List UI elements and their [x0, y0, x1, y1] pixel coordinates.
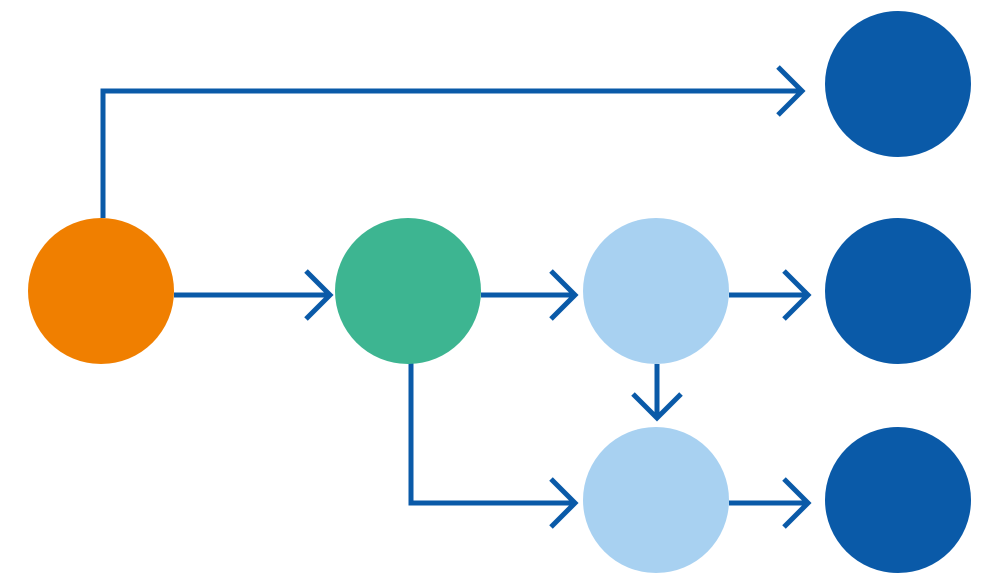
node-source — [28, 218, 174, 364]
arrowhead-icon — [549, 269, 579, 321]
arrowhead-icon — [549, 477, 579, 529]
edge-processor-to-intermediate-lower — [408, 362, 579, 529]
arrowhead-icon — [631, 392, 683, 422]
arrowhead-icon — [782, 269, 812, 321]
nodes — [28, 11, 971, 573]
edge-source-to-processor — [174, 269, 334, 321]
node-sink-bottom — [825, 427, 971, 573]
edge-processor-to-intermediate-upper — [481, 269, 579, 321]
edge-line — [100, 88, 802, 218]
edge-source-to-sink-top — [100, 65, 806, 218]
arrowhead-icon — [776, 65, 806, 117]
arrowhead-icon — [782, 477, 812, 529]
edge-line — [408, 362, 575, 506]
edge-intermediate-upper-to-intermediate-lower — [631, 364, 683, 422]
arrowhead-icon — [304, 269, 334, 321]
edge-intermediate-lower-to-sink-bottom — [729, 477, 812, 529]
node-intermediate-lower — [583, 427, 729, 573]
node-intermediate-upper — [583, 218, 729, 364]
node-sink-middle — [825, 218, 971, 364]
edge-intermediate-upper-to-sink-middle — [729, 269, 812, 321]
edges — [100, 65, 812, 529]
node-sink-top — [825, 11, 971, 157]
node-processor — [335, 218, 481, 364]
